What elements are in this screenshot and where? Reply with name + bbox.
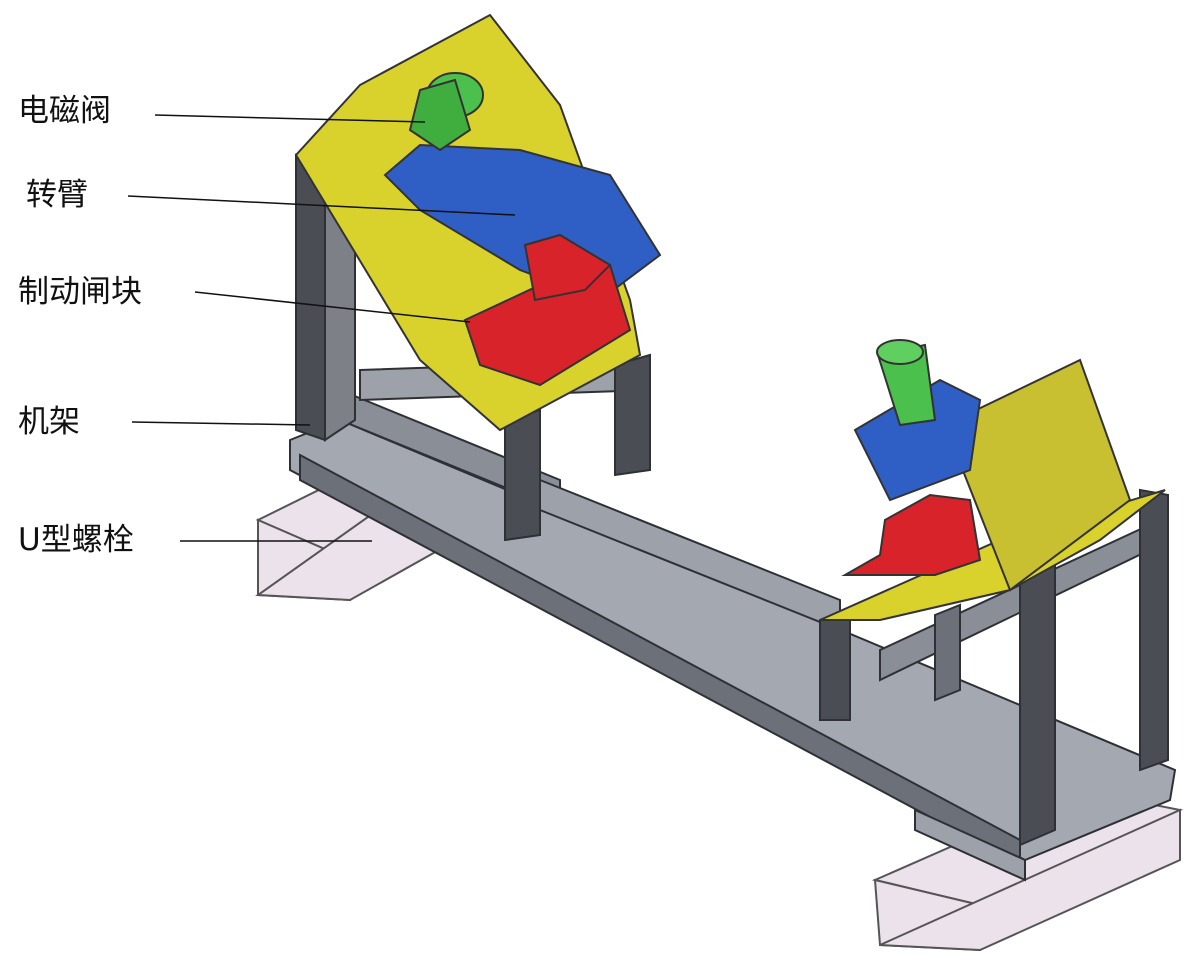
brake-unit-right (819, 339, 1166, 621)
label-rotating-arm: 转臂 (26, 177, 88, 213)
label-frame: 机架 (18, 404, 80, 440)
label-brake-shoe: 制动闸块 (18, 274, 142, 310)
leader-brake-shoe (194, 291, 471, 323)
leader-lines (127, 114, 516, 542)
mounting-plate-right (943, 358, 1132, 592)
brake-unit-left (294, 13, 662, 432)
leader-solenoid-valve (154, 114, 426, 123)
label-solenoid-valve: 电磁阀 (18, 93, 111, 129)
frame (289, 153, 1177, 882)
label-u-bolt: U型螺栓 (18, 522, 134, 558)
leader-frame (131, 421, 311, 426)
brake-shoe-right (841, 493, 982, 576)
leader-rotating-arm (127, 195, 516, 216)
